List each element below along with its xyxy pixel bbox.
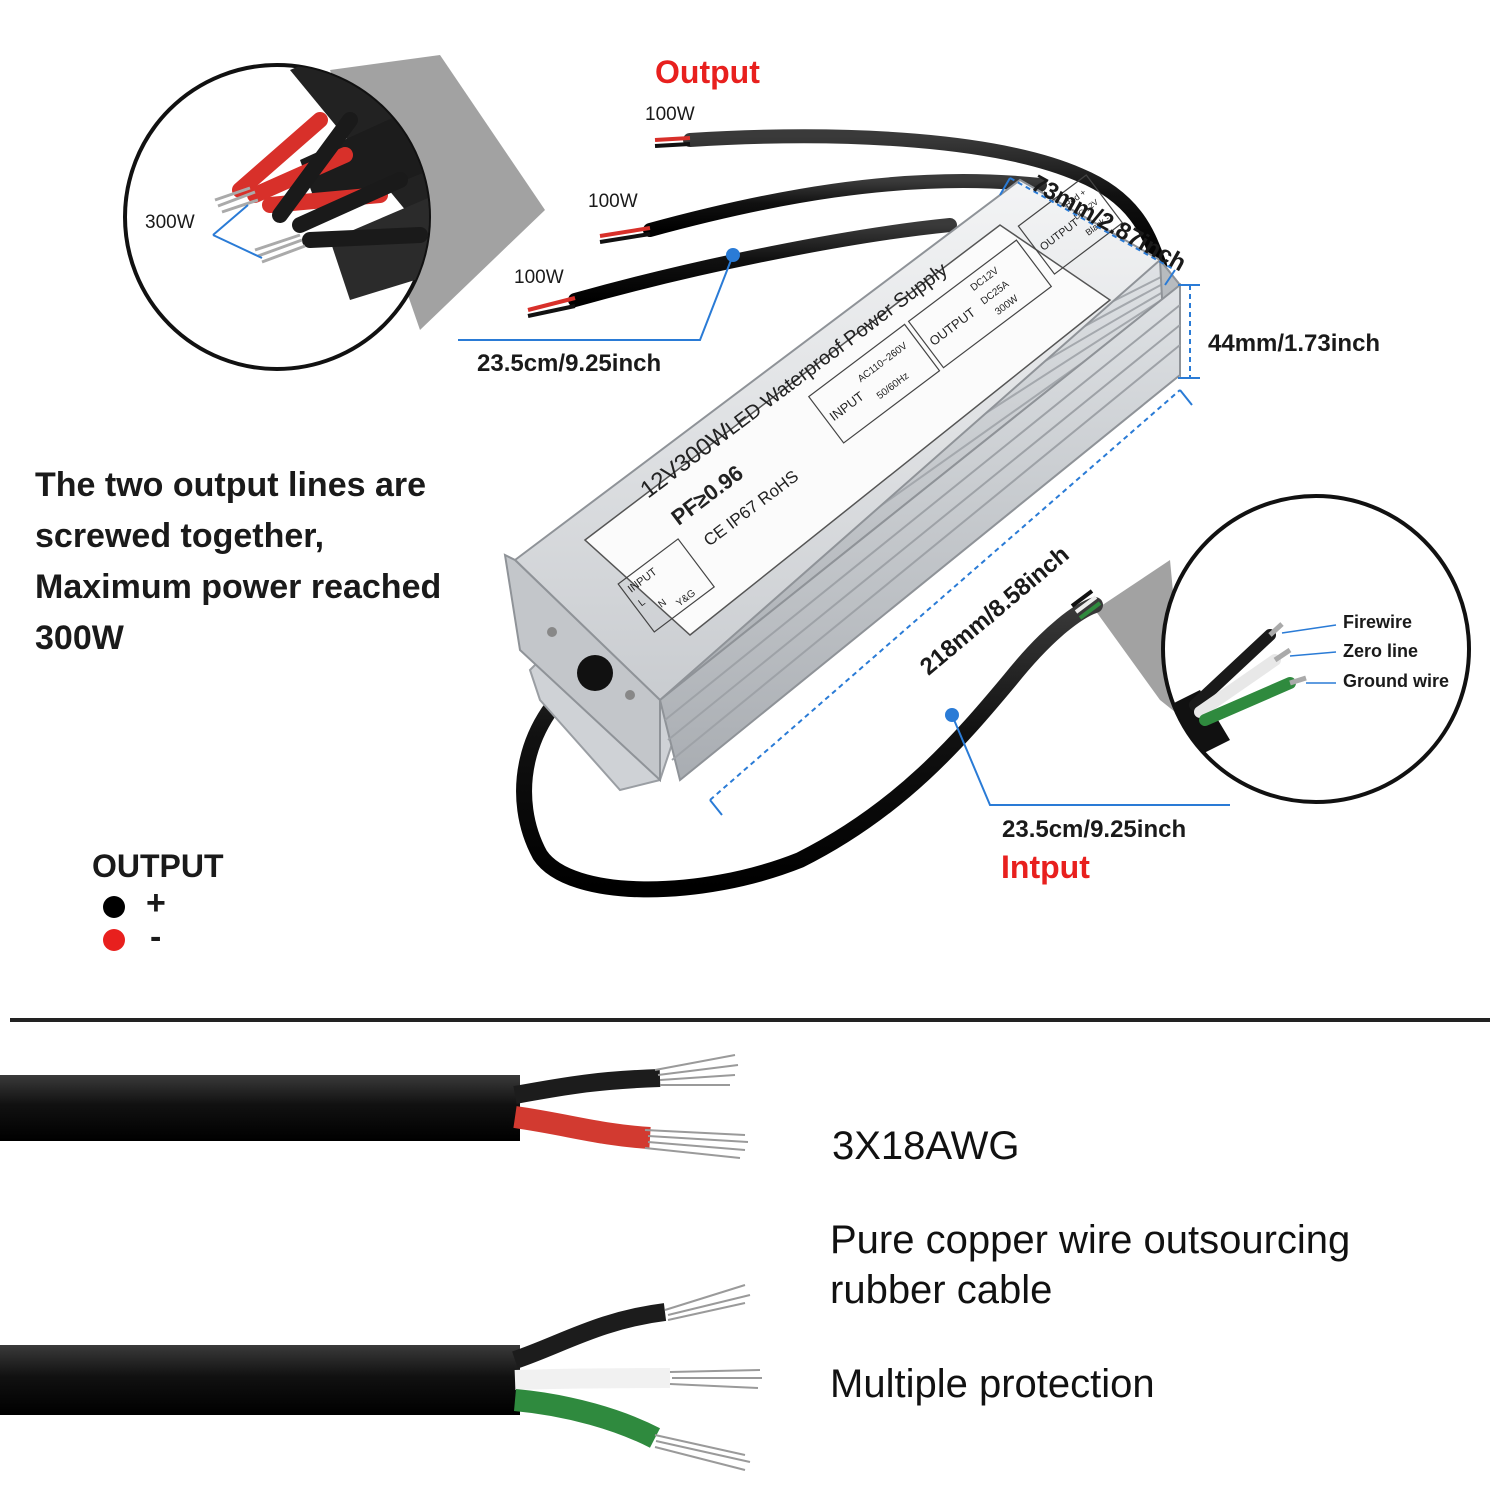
zoom-power-label: 300W bbox=[145, 212, 195, 233]
input-cable bbox=[516, 589, 1103, 898]
output-cables bbox=[527, 129, 1167, 318]
firewire-label: Firewire bbox=[1343, 612, 1413, 632]
description-block: The two output lines are screwed togethe… bbox=[35, 460, 441, 664]
product-label-pin-l: L bbox=[637, 597, 648, 609]
feature-line: rubber cable bbox=[830, 1268, 1053, 1312]
input-heading: Intput bbox=[1001, 849, 1090, 885]
input-cable-length: 23.5cm/9.25inch bbox=[1002, 816, 1187, 843]
ground-wire-label: Ground wire bbox=[1343, 671, 1450, 691]
marker-dot bbox=[945, 708, 959, 722]
legend-dot-red bbox=[103, 929, 125, 951]
three-core-cable bbox=[0, 1284, 762, 1471]
description-line: 300W bbox=[35, 619, 124, 657]
feature-line: Pure copper wire outsourcing bbox=[830, 1218, 1351, 1262]
output-cable-length: 23.5cm/9.25inch bbox=[477, 350, 662, 377]
wire-label-bottom: 100W bbox=[514, 267, 564, 288]
dimension-height: 44mm/1.73inch bbox=[1208, 330, 1381, 357]
power-supply-housing bbox=[503, 178, 1182, 792]
description-line: Maximum power reached bbox=[35, 568, 442, 606]
cable-feature-protection: Multiple protection bbox=[830, 1362, 1155, 1406]
marker-dot bbox=[726, 248, 740, 262]
zero-line-label: Zero line bbox=[1343, 641, 1419, 661]
legend-plus: + bbox=[146, 884, 166, 922]
zoom-circle-output-wires bbox=[123, 55, 545, 371]
description-line: screwed together, bbox=[35, 517, 325, 555]
zoom-circle-input-wires bbox=[1095, 494, 1471, 804]
description-line: The two output lines are bbox=[35, 466, 427, 504]
legend-dot-black bbox=[103, 896, 125, 918]
wire-label-mid: 100W bbox=[588, 191, 638, 212]
two-core-cable bbox=[0, 1054, 749, 1159]
cable-gauge: 3X18AWG bbox=[832, 1124, 1020, 1168]
legend-title: OUTPUT bbox=[92, 848, 224, 884]
cable-feature-copper: Pure copper wire outsourcing rubber cabl… bbox=[830, 1215, 1350, 1315]
wire-label-top: 100W bbox=[645, 104, 695, 125]
output-heading: Output bbox=[655, 54, 760, 90]
dimension-lines bbox=[458, 177, 1230, 816]
legend-minus: - bbox=[150, 918, 162, 956]
